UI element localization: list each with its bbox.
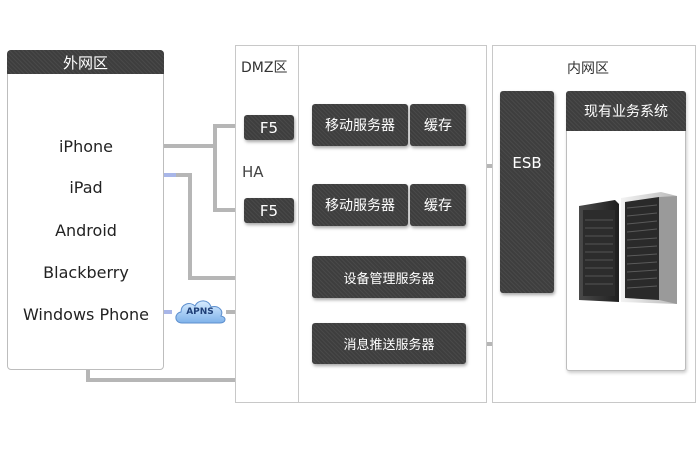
cache-1-box: 缓存 (410, 104, 466, 146)
esb-box: ESB (500, 91, 554, 293)
f5-bottom-box: F5 (244, 198, 294, 223)
internal-zone-title: 内网区 (567, 61, 609, 77)
conn-iphone-f5 (162, 124, 244, 212)
device-ipad: iPad (69, 178, 103, 197)
f5-top-box: F5 (244, 115, 294, 140)
device-blackberry: Blackberry (43, 263, 129, 282)
push-server-box: 消息推送服务器 (312, 323, 466, 364)
apns-label: APNS (186, 307, 214, 317)
ha-label: HA (242, 163, 264, 181)
external-zone-title: 外网区 (7, 50, 164, 74)
device-mgmt-server-box: 设备管理服务器 (312, 256, 466, 298)
mobile-server-2-box: 移动服务器 (312, 184, 408, 226)
server-tower-icon (575, 192, 681, 304)
dmz-zone-title: DMZ区 (241, 60, 288, 76)
device-windows-phone: Windows Phone (22, 305, 150, 324)
dmz-inner-divider (235, 45, 299, 403)
mobile-server-1-box: 移动服务器 (312, 104, 408, 146)
device-android: Android (55, 221, 117, 240)
existing-system-title: 现有业务系统 (566, 91, 686, 131)
device-iphone: iPhone (58, 137, 113, 156)
cache-2-box: 缓存 (410, 184, 466, 226)
existing-system-panel: 现有业务系统 (566, 91, 686, 371)
external-zone: 外网区 iPhone iPad Android Blackberry Windo… (7, 50, 164, 370)
apns-cloud-icon: APNS (172, 296, 228, 326)
